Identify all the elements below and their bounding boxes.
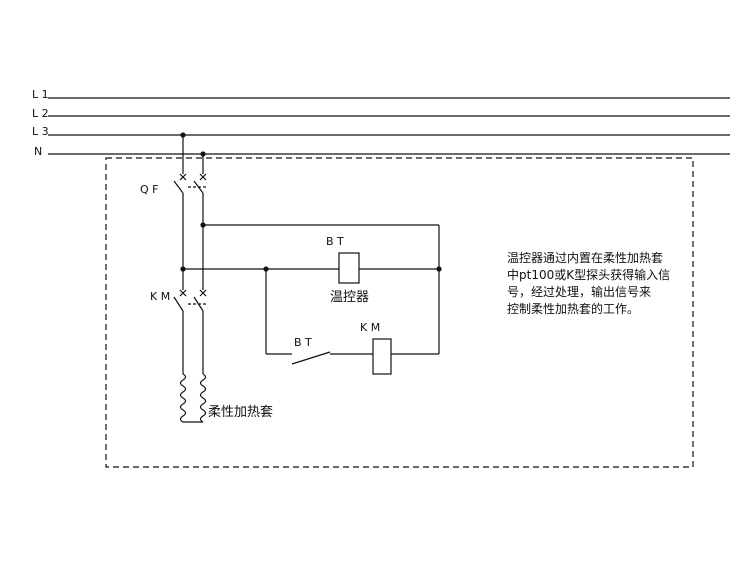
junction-dot-n xyxy=(200,151,206,157)
junction-dot-l3 xyxy=(180,132,186,138)
heater-coil-left xyxy=(179,373,187,423)
junction-dot-control-branch xyxy=(263,266,269,272)
bus-label-l1: L 1 xyxy=(32,88,49,101)
junction-dot-control-mid-left xyxy=(180,266,186,272)
bus-label-n: N xyxy=(34,145,42,158)
controller-contact-switch xyxy=(291,351,331,365)
bus-label-l2: L 2 xyxy=(32,107,49,120)
controller-relay-box xyxy=(338,252,360,284)
description-line-1: 温控器通过内置在柔性加热套 xyxy=(507,251,663,265)
enclosure-boundary xyxy=(105,157,694,468)
description-line-4: 控制柔性加热套的工作。 xyxy=(507,301,639,316)
description-line-2: 中pt100或K型探头获得输入信 xyxy=(507,267,670,282)
controller-contact-label: B T xyxy=(294,336,312,349)
breaker-qf xyxy=(173,173,208,194)
heater-coil-right xyxy=(199,373,207,423)
controller-relay-label: B T xyxy=(326,235,344,248)
contactor-contacts-label: K M xyxy=(150,290,170,303)
contactor-km-contacts xyxy=(173,289,208,312)
contactor-coil-box xyxy=(372,338,392,375)
description-line-3: 号，经过处理，输出信号来 xyxy=(507,284,651,299)
bus-label-l3: L 3 xyxy=(32,125,49,138)
controller-name-label: 温控器 xyxy=(330,290,369,305)
junction-dot-control-right xyxy=(436,266,442,272)
breaker-label: Q F xyxy=(140,183,158,196)
heater-label: 柔性加热套 xyxy=(208,404,273,420)
contactor-coil-label: K M xyxy=(360,321,380,334)
junction-dot-control-top xyxy=(200,222,206,228)
